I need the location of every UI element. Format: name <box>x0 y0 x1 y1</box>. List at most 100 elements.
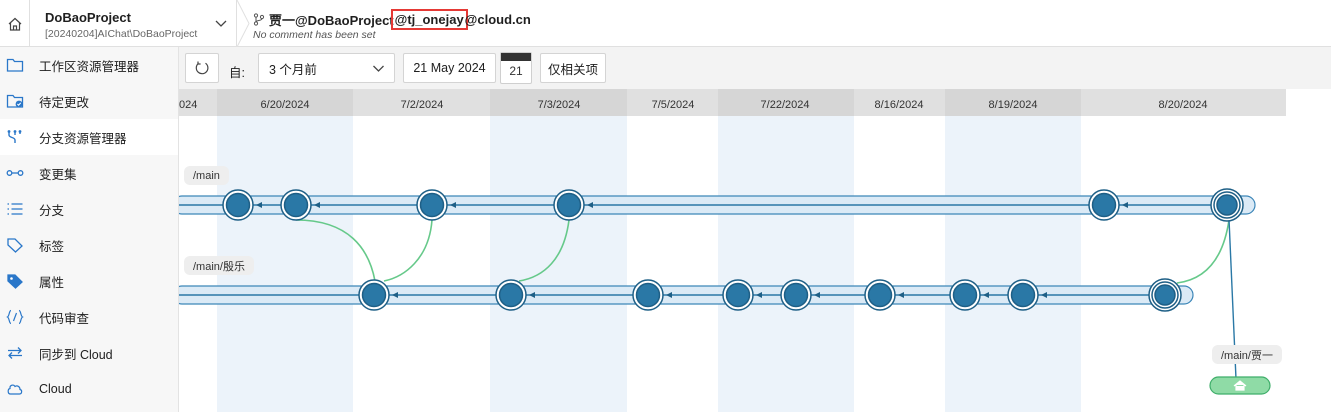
sidebar-item-attributes[interactable]: 属性 <box>0 263 178 299</box>
date-label: 7/5/2024 <box>652 99 695 111</box>
workspace-domain: @cloud.cn <box>464 12 531 27</box>
date-band <box>490 89 627 412</box>
project-selector[interactable]: DoBaoProject [20240204]AIChat\DoBaoProje… <box>31 0 237 47</box>
changeset-node[interactable] <box>635 282 661 308</box>
changeset-node[interactable] <box>283 192 309 218</box>
branch-explorer-graph[interactable]: 024 6/20/2024 7/2/2024 7/3/2024 7/5/2024… <box>179 89 1331 412</box>
chevron-down-icon <box>215 20 227 27</box>
sidebar-item-label: 分支 <box>39 203 65 218</box>
pending-changes-icon <box>6 92 24 110</box>
date-label: 7/3/2024 <box>538 99 581 111</box>
home-icon <box>8 17 21 31</box>
arrow-icon <box>983 292 989 298</box>
workspace-comment: No comment has been set <box>253 29 376 41</box>
arrow-icon <box>587 202 593 208</box>
arrow-icon <box>756 292 762 298</box>
sidebar-item-label: 属性 <box>39 275 65 290</box>
changeset-node[interactable] <box>225 192 251 218</box>
date-label: 8/20/2024 <box>1159 99 1208 111</box>
sidebar-item-branch-explorer[interactable]: 分支资源管理器 <box>0 119 178 155</box>
arrow-icon <box>392 292 398 298</box>
arrow-icon <box>256 202 262 208</box>
changeset-head-node[interactable] <box>1154 284 1176 306</box>
changeset-node[interactable] <box>783 282 809 308</box>
changeset-head-node[interactable] <box>1216 194 1238 216</box>
sidebar-item-workspace-explorer[interactable]: 工作区资源管理器 <box>0 47 178 83</box>
sidebar-item-code-review[interactable]: 代码审查 <box>0 299 178 335</box>
date-band <box>718 89 854 412</box>
sidebar-item-sync-cloud[interactable]: 同步到 Cloud <box>0 335 178 371</box>
sidebar-item-label: 代码审查 <box>39 311 90 326</box>
branch-explorer-icon <box>6 128 24 146</box>
sidebar-item-label: 变更集 <box>39 167 77 182</box>
toolbar: 自: 3 个月前 21 May 2024 21 仅相关项 <box>179 47 1331 89</box>
arrow-icon <box>529 292 535 298</box>
date-input[interactable]: 21 May 2024 <box>403 53 496 83</box>
date-label: 7/2/2024 <box>401 99 444 111</box>
changeset-node[interactable] <box>867 282 893 308</box>
calendar-button[interactable]: 21 <box>500 52 532 84</box>
arrow-icon <box>1122 202 1128 208</box>
refresh-icon <box>195 61 209 75</box>
project-path: [20240204]AIChat\DoBaoProject <box>45 28 198 40</box>
workspace-title: 贾一@DoBaoProject@tj_onejay@cloud.cn <box>253 9 531 30</box>
only-relevant-button[interactable]: 仅相关项 <box>540 53 606 83</box>
breadcrumb-separator <box>237 0 250 47</box>
sidebar-item-cloud[interactable]: Cloud <box>0 371 178 407</box>
changeset-node[interactable] <box>952 282 978 308</box>
sidebar-item-label: 待定更改 <box>39 95 90 110</box>
time-range-select[interactable]: 3 个月前 <box>258 53 395 83</box>
code-review-icon <box>6 308 24 326</box>
date-value: 21 May 2024 <box>413 61 486 75</box>
graph-canvas: 024 6/20/2024 7/2/2024 7/3/2024 7/5/2024… <box>179 89 1286 412</box>
workspace-user: 贾一@DoBaoProject <box>269 13 394 28</box>
attributes-icon <box>6 272 24 290</box>
refresh-button[interactable] <box>185 53 219 83</box>
calendar-day: 21 <box>509 64 523 78</box>
sidebar-item-pending-changes[interactable]: 待定更改 <box>0 83 178 119</box>
sidebar-item-changesets[interactable]: 变更集 <box>0 155 178 191</box>
changeset-icon <box>6 164 24 182</box>
sync-icon <box>6 344 24 362</box>
arrow-icon <box>666 292 672 298</box>
changeset-node[interactable] <box>361 282 387 308</box>
home-button[interactable] <box>0 0 30 47</box>
sidebar-item-label: 工作区资源管理器 <box>39 59 140 74</box>
tag-icon <box>6 236 24 254</box>
time-range-value: 3 个月前 <box>269 62 317 77</box>
branch-label-main[interactable]: /main <box>184 166 229 185</box>
date-label: 024 <box>179 99 197 111</box>
merge-link <box>1176 219 1230 284</box>
date-header-band <box>490 89 627 116</box>
changeset-node[interactable] <box>1010 282 1036 308</box>
calendar-icon <box>501 53 531 61</box>
sidebar-item-label: Cloud <box>39 382 72 396</box>
only-relevant-label: 仅相关项 <box>547 62 598 77</box>
folder-icon <box>6 56 24 74</box>
merge-link <box>295 219 376 282</box>
branch-label-yinle[interactable]: /main/殷乐 <box>184 256 254 275</box>
branch-label-jia[interactable]: /main/贾一 <box>1212 345 1282 364</box>
merge-link <box>383 219 433 282</box>
date-header-band <box>945 89 1081 116</box>
changeset-node[interactable] <box>419 192 445 218</box>
changeset-node[interactable] <box>725 282 751 308</box>
date-label: 7/22/2024 <box>761 99 810 111</box>
date-band <box>945 89 1081 412</box>
date-label: 8/16/2024 <box>875 99 924 111</box>
arrow-icon <box>1041 292 1047 298</box>
top-bar: DoBaoProject [20240204]AIChat\DoBaoProje… <box>0 0 1331 47</box>
changeset-node[interactable] <box>556 192 582 218</box>
home-icon <box>1233 380 1247 391</box>
date-band <box>217 89 353 412</box>
arrow-icon <box>814 292 820 298</box>
merge-link <box>518 219 570 282</box>
changeset-node[interactable] <box>498 282 524 308</box>
sidebar-item-branches[interactable]: 分支 <box>0 191 178 227</box>
date-label: 8/19/2024 <box>989 99 1038 111</box>
arrow-icon <box>898 292 904 298</box>
sidebar-item-labels[interactable]: 标签 <box>0 227 178 263</box>
sidebar-item-label: 分支资源管理器 <box>39 131 127 146</box>
branch-jia-bar[interactable] <box>1209 376 1271 395</box>
changeset-node[interactable] <box>1091 192 1117 218</box>
